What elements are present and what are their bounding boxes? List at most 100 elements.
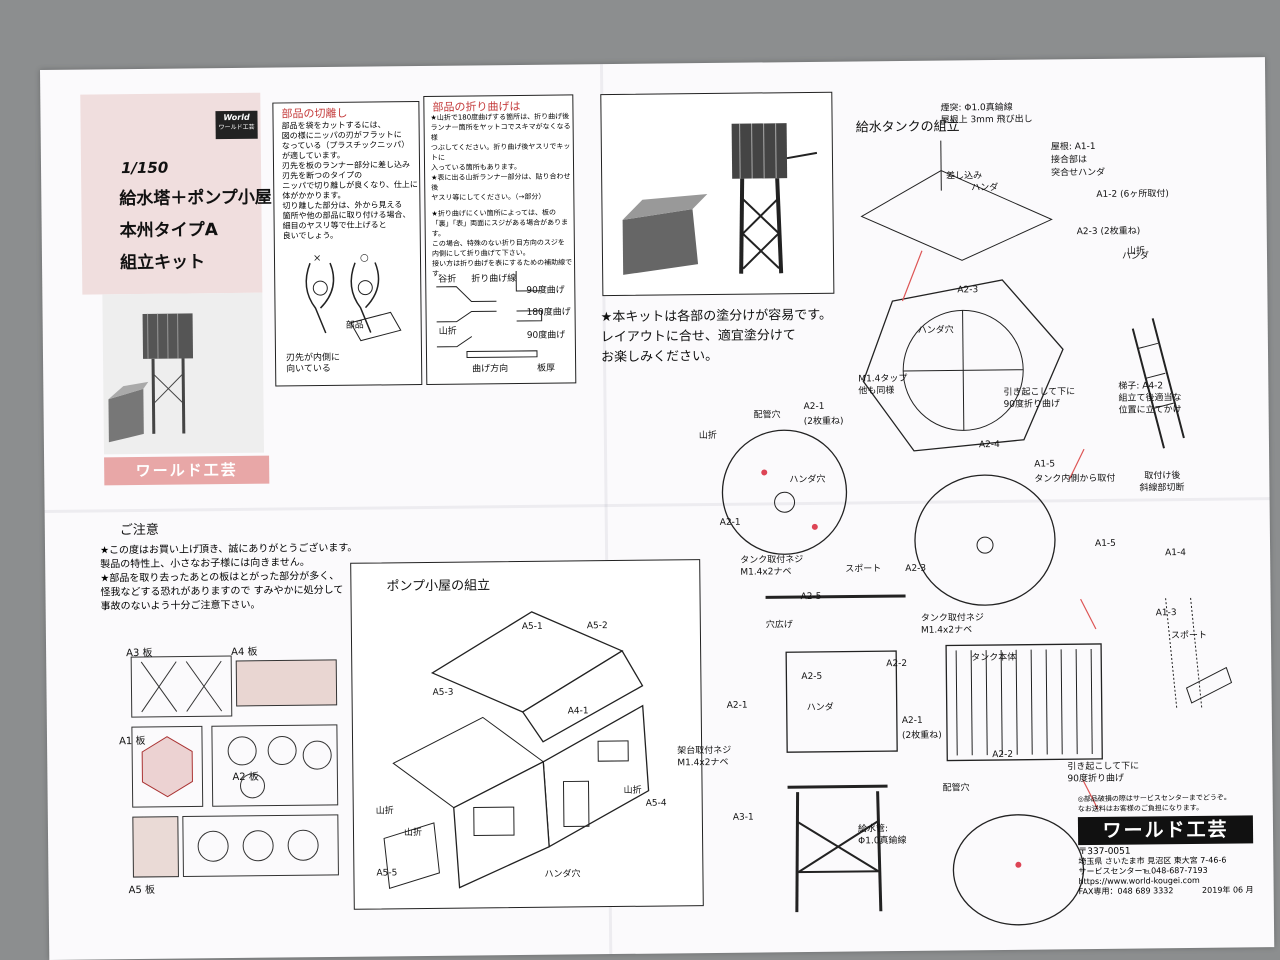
folding-line: ランナー箇所をヤットコでスキマがなくなる様 — [430, 122, 571, 142]
tank-label: A2-1 — [726, 700, 748, 711]
logo-text: World — [223, 112, 250, 123]
tank-label: A1-4 — [1165, 548, 1187, 559]
caution-line: 怪我などする恐れがありますので すみやかに処分して — [100, 584, 344, 599]
tank-label: 突合せハンダ — [1051, 167, 1106, 179]
tank-label: A2-5 — [800, 591, 822, 603]
svg-text:○: ○ — [360, 253, 369, 264]
tank-label: スポート — [1170, 630, 1208, 642]
cutting-line: 刃先を板のランナー部分に差し込み — [281, 160, 411, 171]
tank-label: M1.4x2ナベ — [677, 757, 729, 769]
tank-label: ハンダ — [806, 702, 834, 714]
cutting-body: 部品を袋をカットするには、 図の様にニッパの刃がフラットに なっている（プラスチ… — [282, 120, 419, 241]
tank-label: A2-5 — [801, 671, 823, 683]
tank-label: ハンダ穴 — [917, 325, 954, 336]
cover-brand-banner: ワールド工芸 — [104, 455, 270, 486]
folding-line: ヤスリ等にしてください。（→部分） — [431, 192, 546, 202]
tank-label: M1.4x2ナベ — [920, 625, 973, 636]
pump-label: A5-1 — [521, 621, 543, 632]
fold-label-valley: 谷折 — [438, 274, 457, 285]
folding-instructions-box: 部品の折り曲げは ★山折で180度曲げする箇所は、折り曲げ後 ランナー箇所をヤッ… — [423, 94, 577, 385]
folding-body: ★山折で180度曲げする箇所は、折り曲げ後 ランナー箇所をヤットコでスキマがなく… — [430, 111, 574, 278]
fold-label-90b: 90度曲げ — [526, 330, 566, 341]
company-fax: FAX専用：048 689 3332 — [1078, 886, 1174, 897]
scale-label: 1/150 — [120, 158, 169, 178]
cover-panel: World ワールド工芸 1/150 給水塔＋ポンプ小屋 本州タイプA 組立キッ… — [80, 92, 272, 295]
company-date: 2019年 06 月 — [1201, 885, 1254, 895]
tank-label: 他も同様 — [858, 386, 895, 397]
tank-label: 接合部は — [1050, 155, 1088, 166]
title-line-2: 本州タイプA — [119, 220, 218, 242]
pump-label: 山折 — [403, 828, 423, 839]
tank-label: ハンダ穴 — [789, 474, 826, 486]
cutting-line: ニッパで切り離しが良くなり、仕上に — [282, 180, 418, 191]
pump-label: ハンダ穴 — [544, 869, 581, 880]
title-line-1: 給水塔＋ポンプ小屋 — [119, 187, 272, 210]
pump-label: A4-1 — [567, 706, 589, 717]
tank-label: 屋根: A1-1 — [1050, 141, 1096, 153]
tank-label: 穴広げ — [765, 620, 793, 631]
caution-heading: ご注意 — [119, 522, 159, 539]
tank-label: スポート — [845, 564, 882, 575]
cutting-line: 良いでしょう。 — [282, 230, 339, 241]
cutting-line: なっている（プラスチックニッパ） — [281, 140, 410, 151]
tank-label: A2-3 — [905, 563, 927, 574]
pump-label: 山折 — [375, 806, 394, 817]
tank-label: M1.4x2ナベ — [740, 567, 792, 578]
plate-a5-label: A5 板 — [128, 884, 156, 897]
logo-subtext: ワールド工芸 — [218, 123, 255, 132]
tank-label: 90度折り曲げ — [1003, 399, 1061, 410]
fold-label-direction: 曲げ方向 — [472, 364, 509, 375]
tank-label: A2-2 — [886, 658, 908, 670]
fold-label-thickness: 板厚 — [537, 363, 556, 374]
tank-label: Φ1.0真鍮線 — [858, 835, 907, 847]
tank-label: A2-1 — [719, 517, 741, 528]
svg-text:×: × — [313, 253, 322, 264]
tank-label: 位置に立てかけ — [1118, 405, 1182, 416]
cutting-instructions-box: 部品の切離し 部品を袋をカットするには、 図の様にニッパの刃がフラットに なって… — [272, 101, 423, 387]
cutting-heading: 部品の切離し — [281, 106, 348, 121]
tank-assembly-diagram — [721, 140, 1233, 926]
tank-label: 山折 — [1126, 246, 1146, 257]
pump-label: 山折 — [623, 785, 642, 796]
company-notice-2: なお送料はお客様のご負担になります。 — [1077, 803, 1204, 814]
tank-label: A1-3 — [1155, 608, 1177, 619]
parts-plates-drawing — [130, 655, 339, 878]
pump-label: A5-5 — [376, 868, 398, 879]
tank-label: A3-1 — [732, 812, 754, 823]
nipper-note-2: 向いている — [286, 363, 331, 375]
tank-label: 山折 — [698, 430, 717, 442]
tank-label: A1-5 — [1094, 538, 1116, 549]
tank-label: 90度折り曲げ — [1067, 773, 1124, 785]
pump-label: A5-2 — [586, 621, 608, 632]
world-logo: World ワールド工芸 — [215, 110, 258, 140]
cover-photo-illustration — [102, 292, 265, 455]
fold-label-90: 90度曲げ — [526, 285, 565, 296]
fold-label-180: 180度曲げ — [526, 307, 571, 318]
tank-label: (2枚重ね) — [803, 416, 844, 428]
company-name: ワールド工芸 — [1077, 815, 1254, 846]
tank-label: A2-2 — [992, 749, 1014, 761]
folding-line: ★表に出る山折ランナー部分は、貼り合わせ後 — [431, 172, 571, 192]
part-label: 部品 — [345, 320, 364, 331]
product-photo — [622, 123, 818, 275]
tank-label: A2-1 — [803, 401, 825, 413]
pump-label: A5-4 — [645, 798, 667, 809]
nipper-note-1: 刃先が内側に — [285, 352, 341, 364]
pump-heading: ポンプ小屋の組立 — [386, 578, 491, 595]
tank-label: 斜線部切断 — [1139, 483, 1185, 494]
tank-label: 屋根上 3mm 飛び出し — [940, 114, 1033, 126]
instruction-sheet: World ワールド工芸 1/150 給水塔＋ポンプ小屋 本州タイプA 組立キッ… — [40, 57, 1275, 960]
caution-line: 事故のないよう十分ご注意下さい。 — [100, 599, 261, 613]
tank-label: ハンダ — [971, 182, 999, 194]
fold-label-line: 折り曲げ線 — [471, 274, 517, 285]
tank-label: 配管穴 — [942, 783, 970, 794]
folding-line: 「裏」「表」両面にスジがある場合があります。 — [431, 218, 569, 238]
folding-line: つぶしてください。折り曲げ後ヤスリでキットに — [430, 142, 571, 162]
folding-diagram — [436, 271, 543, 359]
fold-label-mountain: 山折 — [438, 326, 457, 337]
tank-label: A2-3 (2枚重ね) — [1076, 226, 1141, 238]
tank-label: A1-2 (6ヶ所取付) — [1096, 189, 1169, 200]
photo-box — [600, 91, 835, 297]
tank-label: 配管穴 — [753, 410, 781, 421]
tank-label: A2-3 — [957, 285, 979, 296]
